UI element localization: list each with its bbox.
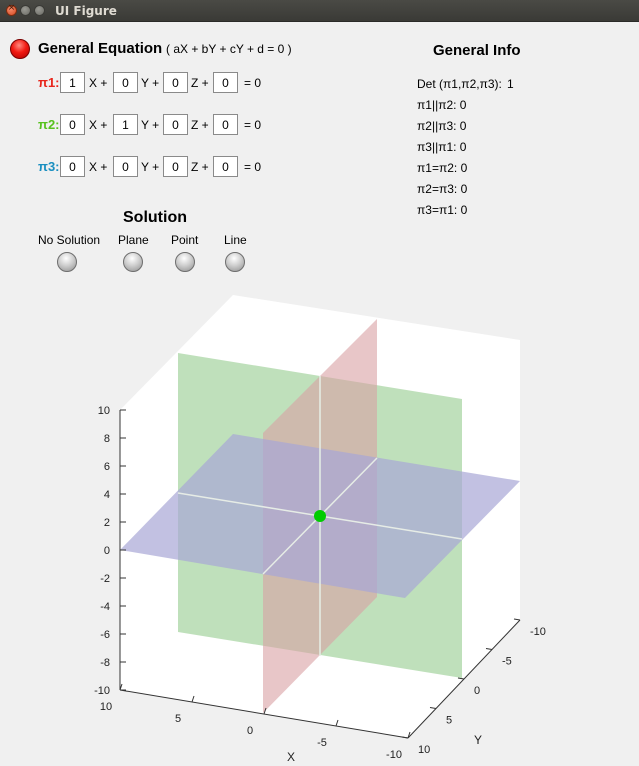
plane-3-coef-d[interactable] — [213, 156, 238, 177]
x-tick-label: -5 — [317, 737, 327, 749]
x-axis-ticks — [119, 683, 411, 739]
info-parallel-1-2: π1||π2: 0 — [417, 98, 467, 112]
equation-formula: ( aX + bY + cY + d = 0 ) — [166, 42, 292, 56]
y-axis-label: Y — [474, 733, 482, 747]
z-tick-label: 6 — [104, 461, 110, 473]
z-tick-label: 0 — [104, 545, 110, 557]
close-icon: × — [7, 3, 16, 13]
general-equation-title: General Equation — [38, 40, 163, 57]
x-term: X + — [89, 76, 108, 90]
determinant-label: Det (π1,π2,π3): — [417, 77, 502, 91]
y-term: Y + — [141, 76, 160, 90]
x-tick-mark — [263, 707, 267, 715]
x-axis-tick-labels: 10 5 0 -5 -10 — [100, 701, 402, 761]
x-tick-mark — [335, 719, 339, 727]
solution-lamp-plane — [123, 252, 143, 272]
solution-label-plane: Plane — [118, 233, 149, 247]
info-equal-2-3: π2=π3: 0 — [417, 182, 468, 196]
info-parallel-3-1: π3||π1: 0 — [417, 140, 467, 154]
y-tick-mark — [457, 677, 465, 680]
x-term: X + — [89, 160, 108, 174]
x-tick-label: -10 — [386, 749, 402, 761]
x-tick-mark — [191, 695, 195, 703]
solution-label-no-solution: No Solution — [38, 233, 101, 247]
plane-1-coef-d[interactable] — [213, 72, 238, 93]
z-axis-tick-labels: 10 8 6 4 2 0 -2 -4 -6 -8 -10 — [94, 405, 110, 697]
z-tick-label: -10 — [94, 685, 110, 697]
z-tick-label: -4 — [100, 601, 110, 613]
plane-3-coef-a[interactable] — [60, 156, 85, 177]
y-tick-label: -10 — [530, 626, 546, 638]
z-term: Z + — [191, 160, 209, 174]
y-tick-mark — [485, 648, 493, 650]
z-tick-label: 2 — [104, 517, 110, 529]
z-tick-label: -2 — [100, 573, 110, 585]
plane-2-coef-b[interactable] — [113, 114, 138, 135]
info-equal-1-2: π1=π2: 0 — [417, 161, 468, 175]
y-tick-label: 0 — [474, 685, 480, 697]
x-term: X + — [89, 118, 108, 132]
y-tick-label: 10 — [418, 744, 430, 756]
maximize-window-button[interactable] — [34, 5, 45, 16]
plane-2-coef-a[interactable] — [60, 114, 85, 135]
y-axis-ticks — [401, 618, 521, 739]
z-tick-label: 10 — [98, 405, 110, 417]
equals-zero: = 0 — [244, 118, 262, 132]
plane-2-coef-d[interactable] — [213, 114, 238, 135]
window-titlebar: × UI Figure — [0, 0, 639, 22]
z-term: Z + — [191, 118, 209, 132]
y-tick-label: 5 — [446, 715, 452, 727]
equals-zero: = 0 — [244, 76, 262, 90]
determinant-value: 1 — [507, 77, 514, 91]
plane-3-coef-b[interactable] — [113, 156, 138, 177]
window-title: UI Figure — [55, 4, 117, 18]
z-tick-label: 4 — [104, 489, 110, 501]
x-tick-mark — [119, 683, 123, 691]
x-tick-label: 5 — [175, 713, 181, 725]
x-tick-mark — [407, 731, 411, 739]
equals-zero: = 0 — [244, 160, 262, 174]
plane-1-coef-a[interactable] — [60, 72, 85, 93]
z-tick-label: -8 — [100, 657, 110, 669]
y-tick-label: -5 — [502, 656, 512, 668]
x-tick-label: 0 — [247, 725, 253, 737]
solution-lamp-point — [175, 252, 195, 272]
plane-3-coef-c[interactable] — [163, 156, 188, 177]
y-term: Y + — [141, 160, 160, 174]
plane-2-label: π2: — [38, 117, 60, 132]
plane-1-coef-b[interactable] — [113, 72, 138, 93]
y-term: Y + — [141, 118, 160, 132]
close-window-button[interactable]: × — [6, 3, 17, 16]
solution-label-point: Point — [171, 233, 199, 247]
plane-1-label: π1: — [38, 75, 60, 90]
solution-label-line: Line — [224, 233, 247, 247]
x-tick-label: 10 — [100, 701, 112, 713]
plane-1-coef-c[interactable] — [163, 72, 188, 93]
plane-2-coef-c[interactable] — [163, 114, 188, 135]
solution-title: Solution — [123, 209, 187, 226]
y-tick-mark — [513, 618, 521, 621]
z-axis-ticks — [120, 409, 126, 691]
y-axis-tick-labels: -10 -5 0 5 10 — [418, 626, 546, 756]
y-tick-mark — [429, 707, 437, 709]
status-lamp-red — [10, 39, 30, 59]
minimize-window-button[interactable] — [20, 5, 31, 16]
z-term: Z + — [191, 76, 209, 90]
general-info-title: General Info — [433, 42, 521, 59]
y-tick-mark — [401, 736, 409, 739]
z-tick-label: -6 — [100, 629, 110, 641]
info-equal-3-1: π3=π1: 0 — [417, 203, 468, 217]
solution-point-marker — [314, 510, 326, 522]
plane-3-label: π3: — [38, 159, 60, 174]
solution-lamp-no-solution — [57, 252, 77, 272]
z-tick-label: 8 — [104, 433, 110, 445]
solution-lamp-line — [225, 252, 245, 272]
x-axis-label: X — [287, 750, 295, 764]
info-parallel-2-3: π2||π3: 0 — [417, 119, 467, 133]
